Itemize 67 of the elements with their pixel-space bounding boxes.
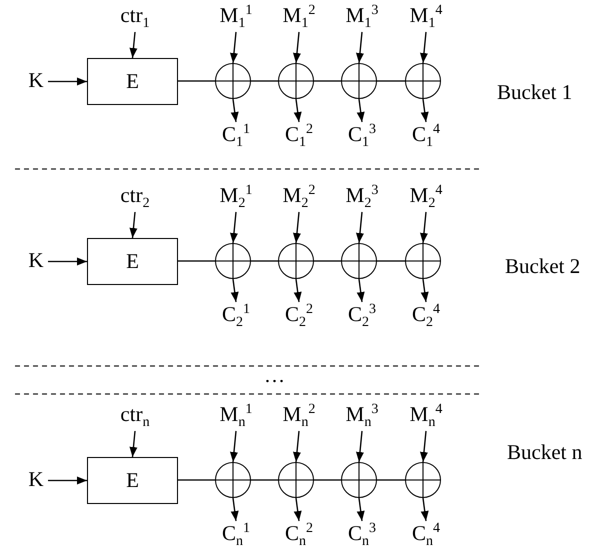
arrow (356, 32, 364, 64)
bucket-label: Bucket 2 (505, 254, 580, 279)
arrow (129, 32, 138, 58)
key-label: K (24, 247, 48, 275)
key-label: K (24, 67, 48, 95)
arrow (230, 212, 238, 244)
arrow (129, 212, 138, 238)
arrow (48, 78, 87, 86)
arrow (48, 476, 87, 484)
xor-symbol (215, 63, 251, 99)
connector-line (178, 260, 215, 262)
xor-symbol (341, 243, 377, 279)
arrow (420, 498, 429, 522)
arrow (420, 32, 428, 64)
arrow (294, 278, 302, 302)
ellipsis-text: … (264, 363, 285, 388)
arrow (230, 278, 239, 302)
arrow (420, 430, 428, 462)
connector-line (314, 260, 341, 262)
arrow (230, 430, 238, 462)
arrow (48, 258, 87, 266)
connector-line (377, 479, 405, 481)
arrow (356, 98, 365, 122)
xor-symbol (405, 63, 441, 99)
xor-symbol (405, 243, 441, 279)
arrow (292, 212, 301, 244)
arrow (356, 498, 365, 522)
connector-line (314, 479, 341, 481)
bucket-label: Bucket n (507, 440, 582, 465)
connector-line (178, 479, 215, 481)
xor-symbol (405, 462, 441, 498)
arrow (129, 430, 138, 458)
arrow (294, 98, 302, 122)
key-label: K (24, 466, 48, 494)
arrow (420, 98, 429, 122)
connector-line (178, 80, 215, 82)
xor-symbol (341, 63, 377, 99)
arrow (294, 498, 302, 522)
connector-line (251, 80, 278, 82)
connector-line (314, 80, 341, 82)
arrow (420, 278, 429, 302)
arrow (230, 32, 238, 64)
arrow (356, 278, 365, 302)
arrow (420, 212, 428, 244)
arrow (230, 498, 239, 522)
xor-symbol (341, 462, 377, 498)
xor-symbol (278, 243, 314, 279)
bucket-label: Bucket 1 (497, 80, 572, 105)
connector-line (251, 260, 278, 262)
xor-symbol (278, 63, 314, 99)
xor-symbol (215, 462, 251, 498)
encryption-box: E (87, 238, 178, 285)
encryption-box: E (87, 58, 178, 105)
arrow (356, 430, 364, 462)
arrow (356, 212, 364, 244)
connector-line (251, 479, 278, 481)
xor-symbol (215, 243, 251, 279)
arrow (230, 98, 239, 122)
connector-line (377, 260, 405, 262)
encryption-box: E (87, 457, 178, 504)
arrow (292, 32, 301, 64)
connector-line (377, 80, 405, 82)
counter-label: ctr$_{n}$ (113, 403, 157, 431)
arrow (292, 430, 301, 462)
counter-label: ctr$_{2}$ (113, 184, 157, 212)
xor-symbol (278, 462, 314, 498)
counter-label: ctr$_{1}$ (113, 4, 157, 32)
